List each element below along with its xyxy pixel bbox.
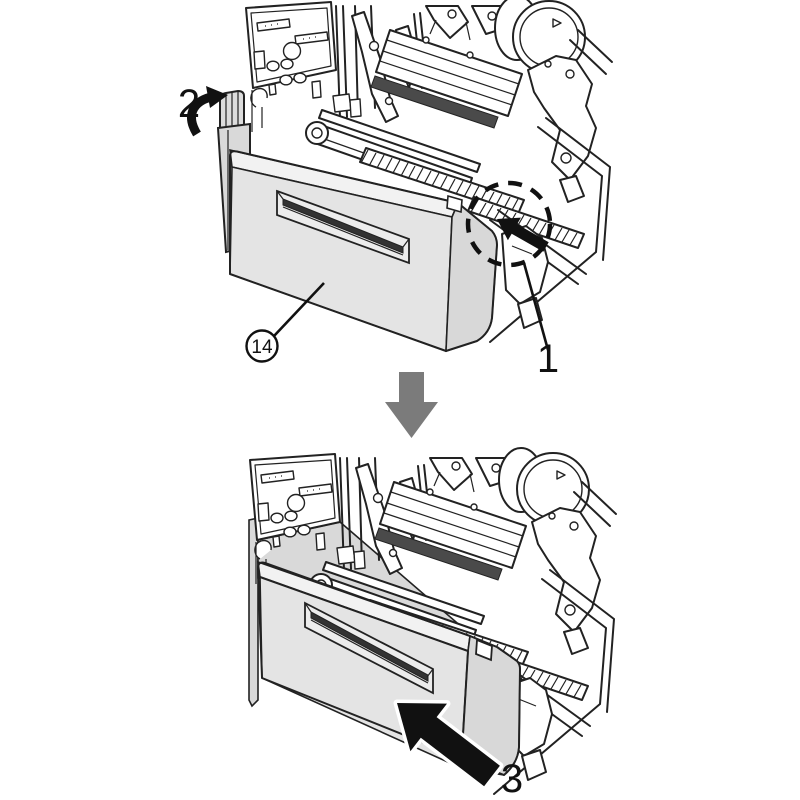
cover-latch-tab [446, 194, 463, 214]
callout-line-1 [522, 262, 550, 351]
push-arrow-icon [393, 699, 504, 790]
bottom-panel: 3 [248, 447, 617, 800]
callout-line-14 [273, 282, 325, 337]
highlight-dashed-circle [465, 180, 553, 268]
down-arrow-icon [385, 372, 438, 438]
cutter-cover [216, 89, 498, 353]
paper-exit-slot [276, 189, 410, 265]
slot-opening [310, 611, 429, 682]
paper-exit-slot [304, 601, 434, 695]
cover-latch-notch [475, 638, 493, 662]
rotate-arrow-icon [187, 86, 228, 137]
top-panel: 2 1 14 [178, 0, 613, 381]
slot-opening [282, 198, 404, 254]
part-label-14: 14 [245, 282, 325, 363]
step-label-3: 3 [501, 757, 523, 800]
step-label-2: 2 [178, 82, 200, 126]
cover-outline [257, 561, 521, 776]
insert-arrow-icon [497, 217, 549, 252]
ref-label-1: 1 [537, 337, 559, 381]
cover-outline [229, 150, 498, 352]
svg-text:14: 14 [251, 337, 273, 358]
